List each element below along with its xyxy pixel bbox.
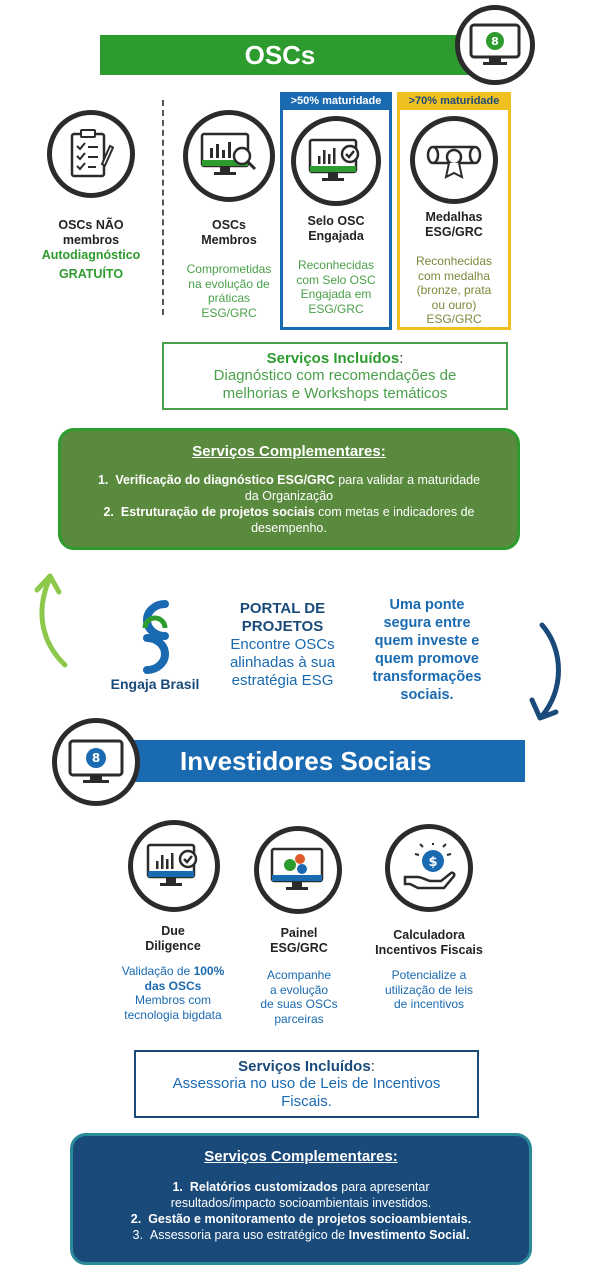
calculadora-circle: $	[385, 824, 473, 912]
certificate-ribbon-icon	[426, 145, 482, 179]
monitor-chart-magnifier-icon	[200, 132, 257, 175]
inv-col2-title: Painel ESG/GRC	[270, 926, 328, 955]
monitor-logo-icon: 8	[469, 23, 521, 65]
autodiagnostico-label: Autodiagnóstico	[41, 248, 141, 262]
inv-col3-desc: Potencialize a utilização de leis de inc…	[384, 968, 474, 1011]
monitor-dashboard-icon	[270, 847, 324, 890]
monitor-check-icon	[146, 843, 198, 886]
inv-compl-item-3: 3. Assessoria para uso estratégico de In…	[132, 1228, 470, 1242]
maturity-70-badge: >70% maturidade	[397, 92, 511, 110]
osc-col2-desc: Comprometidas na evolução de práticas ES…	[186, 262, 272, 320]
inv-col1-desc: Validação de 100% das OSCs Membros com t…	[121, 964, 225, 1022]
engaja-logo-mark-icon	[142, 600, 169, 674]
osc-services-label: Serviços Incluídos	[266, 350, 400, 367]
osc-complementary-title: Serviços Complementares:	[192, 443, 386, 460]
investors-monitor-badge: 8	[52, 718, 140, 806]
monitor-logo-icon: 8	[68, 739, 124, 783]
inv-compl-item-2: 2. Gestão e monitoramento de projetos so…	[130, 1212, 472, 1226]
due-diligence-circle	[128, 820, 220, 912]
bridge-text: Uma ponte segura entre quem investe e qu…	[372, 597, 482, 703]
osc-col3-title: Selo OSC Engajada	[307, 214, 365, 243]
inv-col1-title: Due Diligence	[145, 924, 201, 953]
osc-monitor-badge: 8	[455, 5, 535, 85]
medal-circle	[410, 116, 498, 204]
investors-banner-title: Investidores Sociais	[180, 746, 432, 776]
osc-complementary-box: Serviços Complementares: 1. Verificação …	[58, 428, 520, 550]
column-divider	[162, 100, 164, 315]
selo-circle	[291, 116, 381, 206]
osc-compl-item-1: 1. Verificação do diagnóstico ESG/GRC pa…	[97, 473, 481, 503]
inv-complementary-box: Serviços Complementares: 1. Relatórios c…	[70, 1133, 532, 1265]
osc-col1-title: OSCs NÃO membros Autodiagnóstico GRATUÍT…	[32, 218, 150, 282]
svg-text:$: $	[428, 855, 437, 870]
green-curved-arrow-icon	[34, 573, 68, 668]
inv-col3-title: Calculadora Incentivos Fiscais	[375, 928, 483, 957]
inv-services-label: Serviços Incluídos	[238, 1058, 371, 1075]
osc-banner: OSCs	[100, 35, 500, 75]
engaja-logo-text: Engaja Brasil	[110, 676, 200, 692]
svg-text:8: 8	[92, 751, 100, 765]
monitor-check-icon	[308, 138, 360, 181]
painel-circle	[254, 826, 342, 914]
osc-compl-item-2: 2. Estruturação de projetos sociais com …	[103, 505, 475, 535]
checklist-circle	[47, 110, 135, 198]
portal-title: PORTAL DE PROJETOS	[239, 600, 326, 635]
osc-col2-title: OSCs Membros	[201, 218, 257, 247]
inv-col2-desc: Acompanhe a evolução de suas OSCs parcei…	[260, 968, 338, 1026]
maturity-50-badge: >50% maturidade	[280, 92, 392, 110]
osc-col4-title: Medalhas ESG/GRC	[425, 210, 483, 239]
svg-text:8: 8	[491, 35, 499, 48]
portal-block: PORTAL DE PROJETOS Encontre OSCs alinhad…	[215, 600, 350, 690]
portal-desc: Encontre OSCs alinhadas à sua estratégia…	[229, 636, 336, 689]
inv-services-text: Assessoria no uso de Leis de Incentivos …	[172, 1075, 441, 1110]
osc-services-box: Serviços Incluídos: Diagnóstico com reco…	[162, 342, 508, 410]
investors-banner: Investidores Sociais	[100, 740, 525, 782]
inv-services-box: Serviços Incluídos: Assessoria no uso de…	[134, 1050, 479, 1118]
osc-col4-desc: Reconhecidas com medalha (bronze, prata …	[415, 254, 493, 326]
gratuito-label: GRATUÍTO	[58, 267, 124, 281]
inv-complementary-title: Serviços Complementares:	[204, 1148, 398, 1165]
checklist-icon	[70, 129, 114, 178]
blue-curved-arrow-icon	[529, 622, 561, 721]
hand-coin-icon: $	[403, 843, 456, 890]
osc-services-text: Diagnóstico com recomendações de melhori…	[213, 367, 457, 402]
osc-col3-desc: Reconhecidas com Selo OSC Engajada em ES…	[296, 258, 376, 316]
osc-banner-title: OSCs	[244, 40, 316, 70]
analytics-circle	[183, 110, 275, 202]
inv-compl-item-1: 1. Relatórios customizados para apresent…	[170, 1180, 432, 1210]
